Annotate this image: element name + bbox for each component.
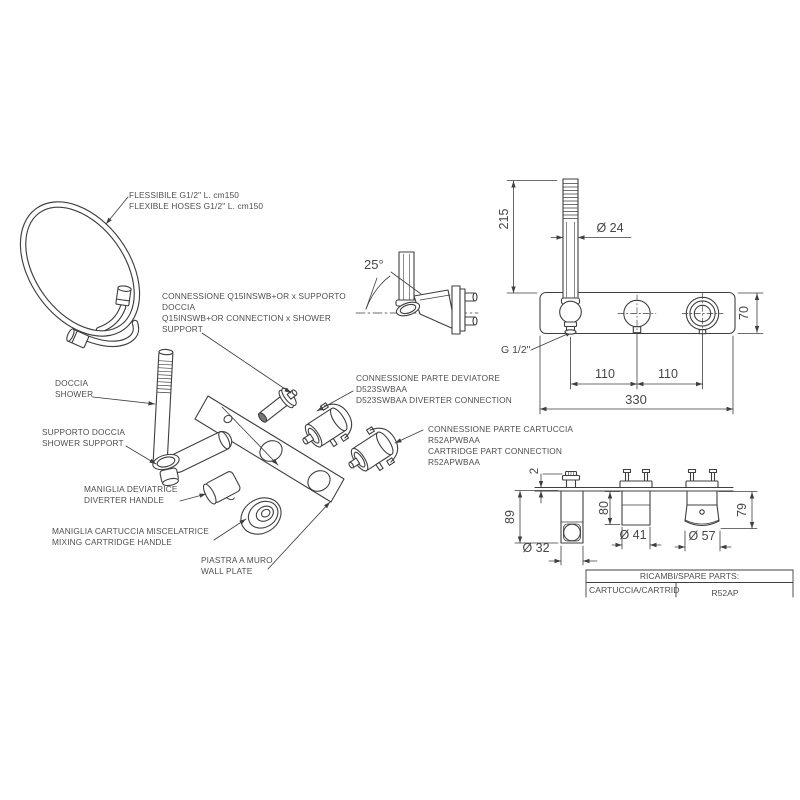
label-cartridge-connection: CONNESSIONE PARTE CARTUCCIA R52APWBAA CA… <box>428 424 573 468</box>
label-line: SUPPORTO DOCCIA <box>42 427 126 437</box>
label-diverter-handle: MANIGLIA DEVIATRICE DIVERTER HANDLE <box>84 484 178 506</box>
front-view-dimensions <box>506 180 764 415</box>
label-q15-connection: CONNESSIONE Q15INSWB+OR x SUPPORTO DOCCI… <box>162 291 346 335</box>
label-line: MANIGLIA DEVIATRICE <box>84 484 178 494</box>
label-line: D523SWBAA <box>356 383 408 394</box>
side-view-support <box>355 251 479 335</box>
q15-connection-drawing <box>258 387 298 423</box>
dim-spacing-left: 110 <box>595 367 615 381</box>
dim-plate-height: 70 <box>737 306 751 320</box>
label-shower-support: SUPPORTO DOCCIA SHOWER SUPPORT <box>42 427 125 449</box>
label-line: DIVERTER HANDLE <box>84 494 165 505</box>
dim-support-diameter: Ø 32 <box>522 541 550 555</box>
label-shower: DOCCIA SHOWER <box>55 378 93 400</box>
label-line: CARTRIDGE PART CONNECTION <box>428 445 563 456</box>
mixing-cartridge-drawing <box>348 426 399 472</box>
dim-spacing-right: 110 <box>658 367 678 381</box>
dim-plate-width: 330 <box>625 392 647 407</box>
label-mixing-handle: MANIGLIA CARTUCCIA MISCELATRICE MIXING C… <box>52 526 209 548</box>
label-line: MIXING CARTRIDGE HANDLE <box>52 536 172 547</box>
front-view <box>539 178 736 335</box>
label-line: R52APWBAA <box>428 456 481 467</box>
dim-support-angle: 25° <box>364 257 384 272</box>
label-diverter-connection: CONNESSIONE PARTE DEVIATORE D523SWBAA D5… <box>356 373 512 406</box>
label-line: CONNESSIONE PARTE DEVIATORE <box>356 373 501 383</box>
label-line: CONNESSIONE PARTE CARTUCCIA <box>428 424 574 434</box>
label-flexible-hose: FLESSIBILE G1/2" L. cm150 FLEXIBLE HOSES… <box>129 190 263 212</box>
label-line: DOCCIA <box>162 301 196 312</box>
dim-cartridge-depth: 79 <box>735 503 749 517</box>
shower-support-drawing <box>152 430 233 487</box>
hand-shower-drawing <box>152 348 174 468</box>
label-line: Q15INSWB+OR CONNECTION x SHOWER <box>162 312 331 323</box>
label-line: WALL PLATE <box>201 565 253 576</box>
spare-parts-table-lines <box>585 569 794 598</box>
dim-shower-diameter: Ø 24 <box>596 221 624 235</box>
label-line: SUPPORT <box>162 323 204 334</box>
section-view <box>534 468 734 544</box>
label-line: PIASTRA A MURO <box>201 555 273 565</box>
label-line: CONNESSIONE Q15INSWB+OR x SUPPORTO <box>162 291 346 301</box>
label-line: MANIGLIA CARTUCCIA MISCELATRICE <box>52 526 209 536</box>
label-line: R52APWBAA <box>428 434 481 445</box>
leader-lines <box>92 196 574 570</box>
hose-fitting-top <box>115 285 132 307</box>
spare-parts-row-value: R52AP <box>711 588 739 598</box>
dim-support-depth: 89 <box>503 510 517 524</box>
diverter-handle-drawing <box>202 471 241 505</box>
dim-plate-thickness: 2 <box>529 467 541 475</box>
section-view-dimensions <box>514 473 758 566</box>
dim-diverter-diameter: Ø 41 <box>619 528 647 542</box>
flexible-hose-drawing <box>19 201 141 349</box>
dim-thread: G 1/2" <box>501 344 531 356</box>
label-wall-plate: PIASTRA A MURO WALL PLATE <box>201 555 273 577</box>
label-line: DOCCIA <box>55 378 89 388</box>
label-line: SHOWER <box>55 388 94 399</box>
spare-parts-row-label: CARTUCCIA/CARTRID <box>589 584 680 595</box>
label-line: FLESSIBILE G1/2" L. cm150 <box>129 190 239 200</box>
label-line: SHOWER SUPPORT <box>42 437 124 448</box>
mixing-handle-drawing <box>240 497 282 535</box>
dim-cartridge-diameter: Ø 57 <box>688 529 716 543</box>
label-line: D523SWBAA DIVERTER CONNECTION <box>356 394 512 405</box>
label-line: FLEXIBLE HOSES G1/2" L. cm150 <box>129 200 264 211</box>
dim-shower-height: 215 <box>497 208 511 230</box>
dim-diverter-depth: 80 <box>597 501 611 515</box>
spare-parts-header: RICAMBI/SPARE PARTS: <box>639 571 740 581</box>
wall-plate-drawing <box>194 395 345 503</box>
diverter-cartridge-drawing <box>302 402 353 448</box>
hose-fitting-bottom <box>66 328 90 349</box>
